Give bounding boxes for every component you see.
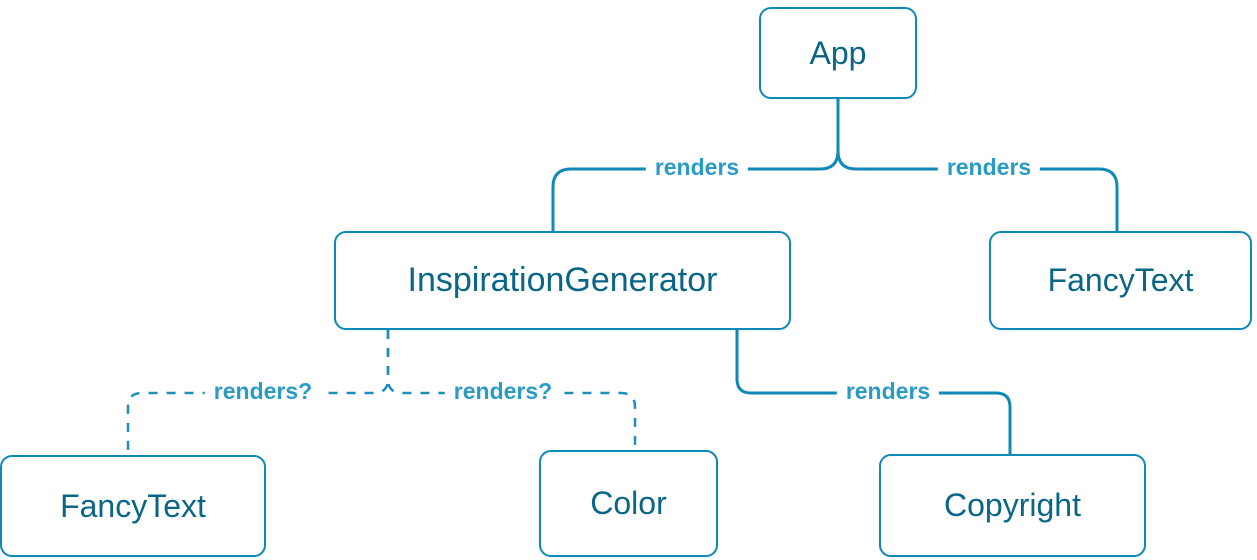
node-inspiration-generator-label: InspirationGenerator [407, 261, 718, 299]
node-copyright-label: Copyright [944, 487, 1081, 523]
edge-label-inspiration-to-fancytext: renders? [204, 378, 322, 406]
node-app-label: App [809, 34, 867, 71]
node-fancy-text-bottom: FancyText [0, 455, 266, 557]
node-copyright: Copyright [879, 454, 1146, 557]
node-color-label: Color [590, 485, 667, 521]
node-app: App [759, 7, 917, 99]
edge-label-inspiration-to-color: renders? [444, 378, 562, 406]
edge-label-app-to-fancytext: renders [937, 154, 1041, 182]
edge-label-inspiration-to-copyright: renders [836, 378, 940, 406]
edge-label-app-to-inspiration: renders [645, 154, 749, 182]
node-inspiration-generator: InspirationGenerator [334, 231, 791, 330]
node-fancy-text-top: FancyText [989, 231, 1252, 330]
node-color: Color [539, 450, 718, 557]
node-fancy-text-top-label: FancyText [1047, 262, 1194, 298]
node-fancy-text-bottom-label: FancyText [60, 487, 206, 524]
